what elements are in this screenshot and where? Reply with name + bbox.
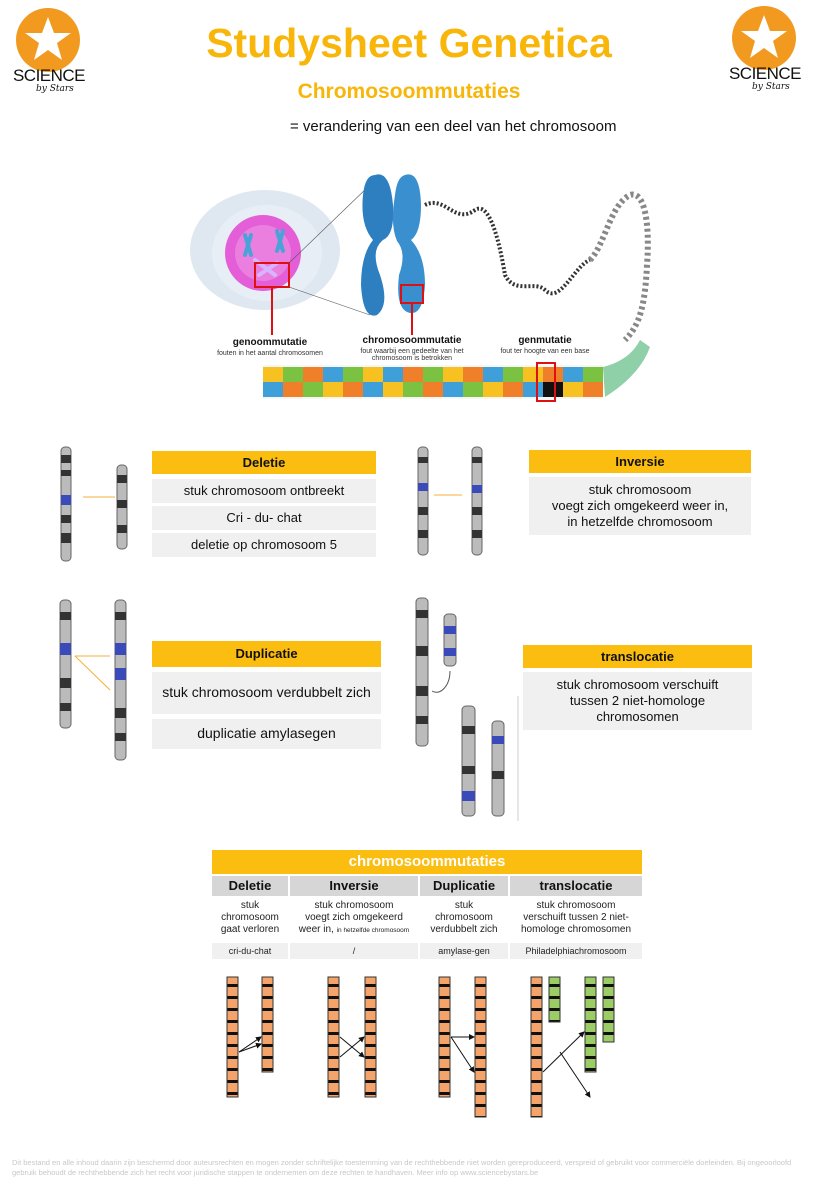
summary-example-inversie: / [290,943,418,959]
label-chromosoommutatie: chromosoommutatie fout waarbij een gedee… [352,330,472,362]
deletie-chromosomes [60,446,128,562]
deletie-line-1: stuk chromosoom ontbreekt [152,479,376,503]
label-title: genmutatie [518,335,572,346]
logo-left: SCIENCE by Stars [6,8,96,98]
base-pair-strip [263,340,650,402]
star-icon [25,17,71,60]
deletie-line-2: Cri - du- chat [152,506,376,530]
subtitle-text: Chromosoommutaties [297,80,521,103]
summary-example-translocatie: Philadelphiachromosoom [510,943,642,959]
duplicatie-chromosomes [59,599,127,761]
summary-chromosome-diagrams [226,976,615,1118]
label-genoommutatie: genoommutatie fouten in het aantal chrom… [205,332,335,357]
definition-text: = verandering van een deel van het chrom… [290,118,617,135]
summary-col-deletie: Deletie [212,876,288,896]
summary-desc-deletie: stuk chromosoom gaat verloren [220,900,280,935]
label-title: genoommutatie [232,337,308,348]
label-genmutatie: genmutatie fout ter hoogte van een base [495,330,595,355]
summary-example-deletie: cri-du-chat [212,943,288,959]
inversie-header: Inversie [529,450,751,473]
summary-desc-inversie: stuk chromosoom voegt zich omgekeerd wee… [290,900,418,937]
duplicatie-line-1: stuk chromosoom verdubbelt zich [152,672,381,714]
label-desc: fout ter hoogte van een base [500,348,590,355]
summary-desc-duplicatie: stuk chromosoom verdubbelt zich [430,900,498,935]
label-desc: fout waarbij een gedeelte van het chromo… [360,348,464,362]
summary-col-inversie: Inversie [290,876,418,896]
label-desc: fouten in het aantal chromosomen [217,350,323,357]
inversie-text: stuk chromosoom voegt zich omgekeerd wee… [529,477,751,535]
logo-text: SCIENCE [728,64,802,83]
page-subtitle: Chromosoommutaties [0,80,818,104]
summary-desc-translocatie: stuk chromosoom verschuift tussen 2 niet… [520,900,632,935]
deletie-line-3: deletie op chromosoom 5 [152,533,376,557]
logo-right: SCIENCE by Stars [722,6,812,96]
translocatie-header: translocatie [523,645,752,668]
translocatie-text: stuk chromosoom verschuift tussen 2 niet… [523,672,752,730]
translocatie-chromosomes [415,597,519,821]
duplicatie-header: Duplicatie [152,641,381,667]
inversie-chromosomes [417,446,483,556]
mutation-overview-illustration [190,174,651,402]
summary-example-duplicatie: amylase-gen [420,943,508,959]
summary-col-translocatie: translocatie [510,876,642,896]
copyright-footer: Dit bestand en alle inhoud daarin zijn b… [12,1158,792,1177]
duplicatie-line-2: duplicatie amylasegen [152,719,381,749]
page-title: Studysheet Genetica [206,20,612,66]
logo-text: SCIENCE [12,66,86,85]
logo-subtext: by Stars [36,84,74,94]
label-title: chromosoommutatie [362,335,462,346]
inversie-desc-small: in hetzelfde chromosoom [336,927,410,934]
deletie-header: Deletie [152,451,376,474]
summary-title: chromosoommutaties [212,850,642,874]
inversie-desc-main: stuk chromosoom voegt zich omgekeerd wee… [298,900,403,935]
star-icon [741,15,787,58]
summary-col-duplicatie: Duplicatie [420,876,508,896]
logo-subtext: by Stars [752,82,790,92]
